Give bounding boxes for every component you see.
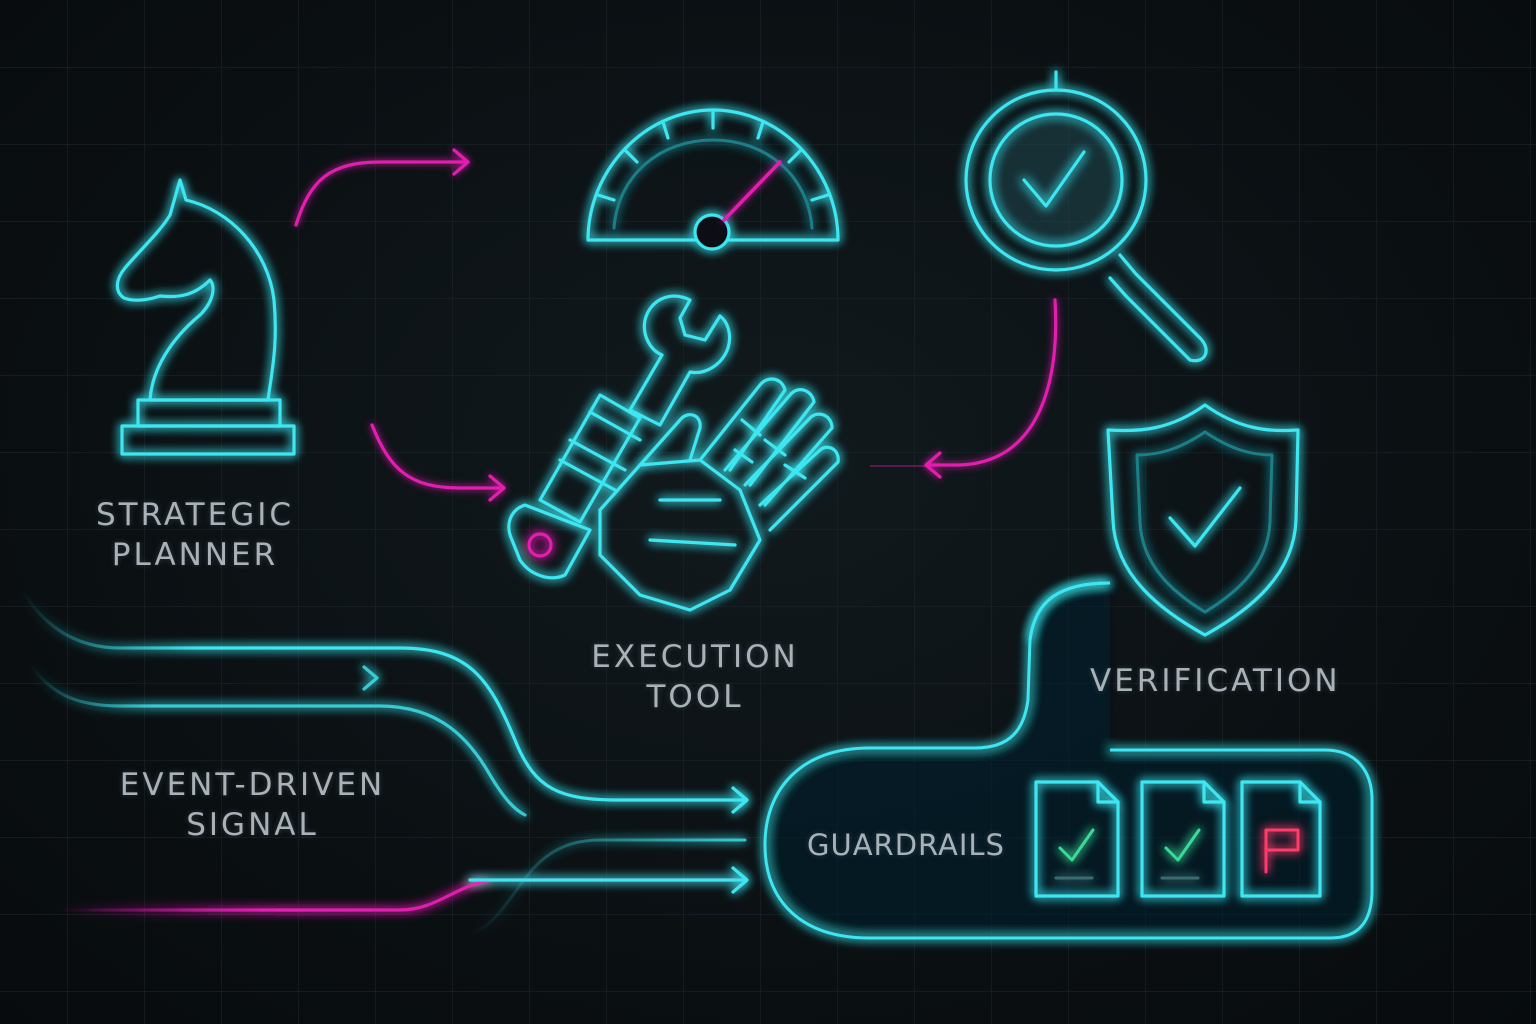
guardrails-label: GUARDRAILS bbox=[796, 825, 1016, 865]
execution-tool-line1: EXECUTION bbox=[591, 639, 799, 675]
chess-knight-icon bbox=[115, 178, 296, 456]
speedometer-icon bbox=[586, 108, 840, 251]
strategic-planner-line1: STRATEGIC bbox=[95, 497, 295, 533]
flow-arrows-magenta bbox=[294, 148, 1058, 502]
strategic-planner-label: STRATEGIC PLANNER bbox=[90, 495, 300, 575]
document-flag-icon bbox=[1240, 780, 1322, 898]
magnifier-check-icon bbox=[964, 70, 1208, 363]
verification-line1: VERIFICATION bbox=[1090, 663, 1341, 699]
shield-check-icon bbox=[1106, 403, 1300, 637]
guardrails-container bbox=[763, 581, 1374, 940]
event-driven-signal-line2: SIGNAL bbox=[186, 807, 319, 843]
signal-streams-icon bbox=[20, 588, 749, 937]
document-check-icon-2 bbox=[1140, 780, 1226, 898]
speedometer-needle bbox=[722, 160, 782, 222]
execution-tool-label: EXECUTION TOOL bbox=[585, 637, 805, 717]
execution-tool-line2: TOOL bbox=[646, 679, 744, 715]
verification-label: VERIFICATION bbox=[1090, 661, 1340, 701]
document-check-icon bbox=[1034, 780, 1120, 898]
strategic-planner-line2: PLANNER bbox=[111, 537, 279, 573]
verification-connector bbox=[1028, 581, 1111, 641]
event-driven-signal-line1: EVENT-DRIVEN bbox=[119, 767, 386, 803]
robot-hand-wrench-icon bbox=[507, 294, 840, 612]
event-driven-signal-label: EVENT-DRIVEN SIGNAL bbox=[115, 765, 390, 845]
guardrails-line1: GUARDRAILS bbox=[807, 828, 1005, 862]
